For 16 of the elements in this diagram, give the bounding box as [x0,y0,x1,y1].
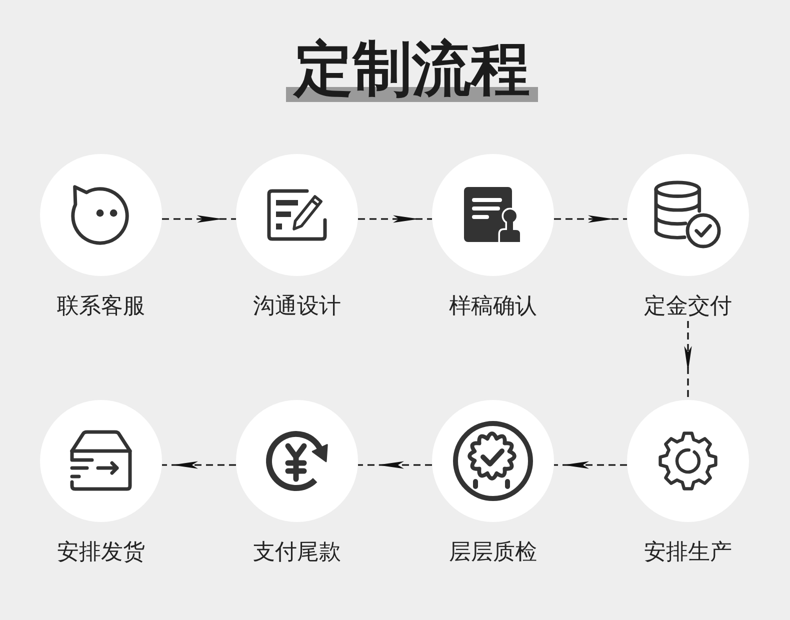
step-label: 联系客服 [57,293,145,321]
dashed-arrow [554,461,627,469]
step-label: 层层质检 [449,539,537,567]
step-label: 样稿确认 [449,293,537,321]
dashed-arrow [358,215,432,223]
step-label: 定金交付 [644,293,732,321]
dashed-arrow [358,461,432,469]
dashed-arrow [684,321,692,400]
dashed-arrow [162,215,236,223]
dashed-arrow [162,461,236,469]
step-label: 安排生产 [644,539,732,567]
highlighted-title: 定制流程 [286,36,538,102]
step-label: 支付尾款 [253,539,341,567]
step-label: 沟通设计 [253,293,341,321]
step-label: 安排发货 [57,539,145,567]
dashed-arrow [554,215,627,223]
